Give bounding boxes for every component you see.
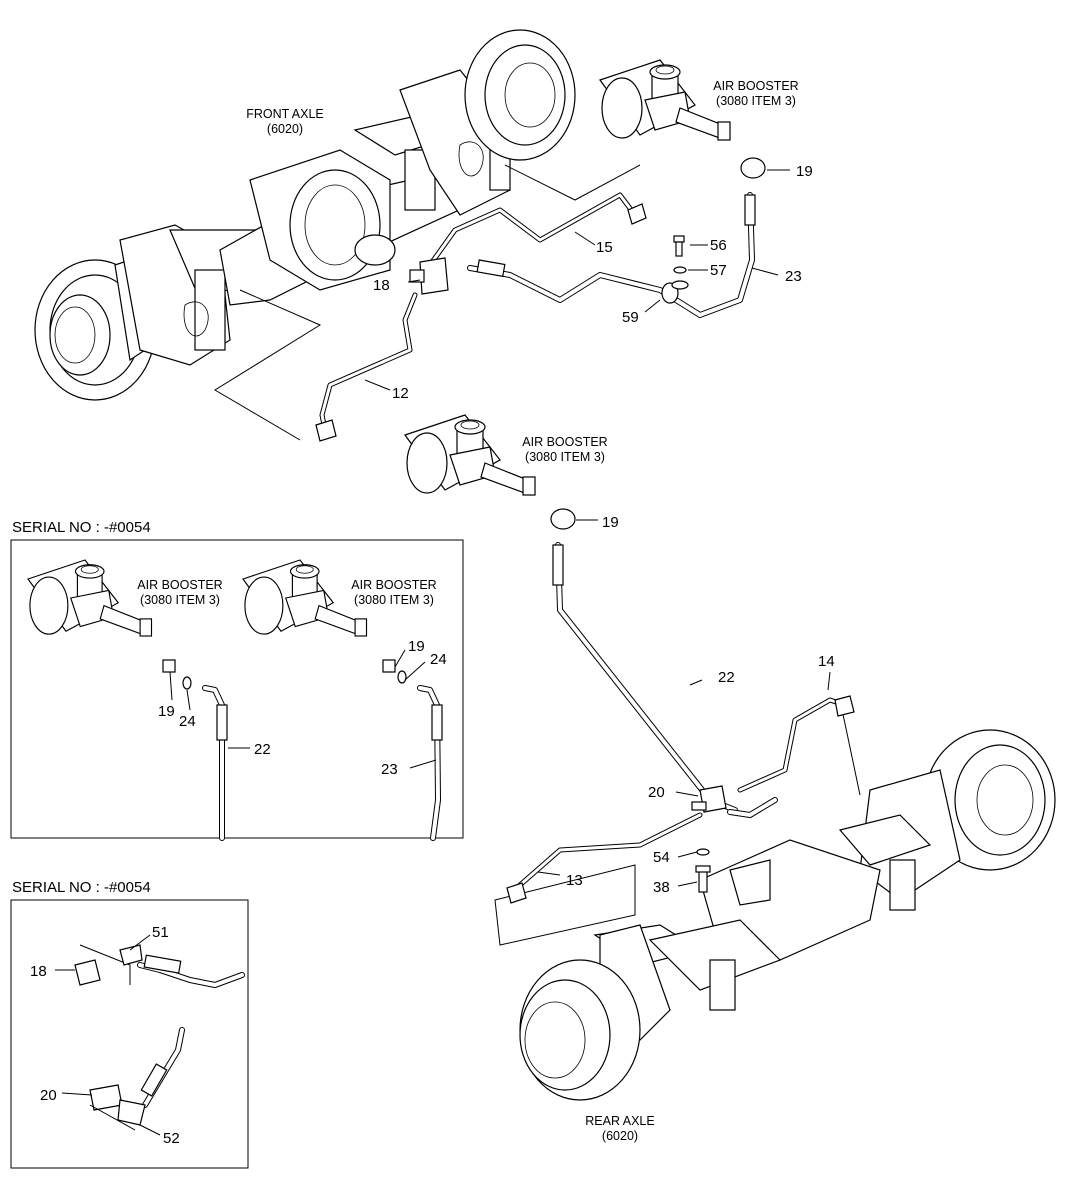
callout-19-top: 19 xyxy=(796,163,813,180)
callout-57: 57 xyxy=(710,262,727,279)
callout-12: 12 xyxy=(392,385,409,402)
callout-23-top: 23 xyxy=(785,268,802,285)
leader-lines xyxy=(55,169,831,1136)
hose-22 xyxy=(552,542,738,813)
callout-20-inset: 20 xyxy=(40,1087,57,1104)
inset-box-1 xyxy=(10,539,464,841)
rear-brake-lines xyxy=(506,695,855,904)
air-booster-top xyxy=(599,59,731,141)
callout-20-main: 20 xyxy=(648,784,665,801)
front-axle-illustration xyxy=(34,29,641,441)
front-brake-lines xyxy=(315,192,756,442)
air-booster-label-inset-left: AIR BOOSTER xyxy=(137,578,222,592)
callout-56: 56 xyxy=(710,237,727,254)
callout-38: 38 xyxy=(653,879,670,896)
callout-22-inset: 22 xyxy=(254,741,271,758)
serial-no-label-1: SERIAL NO : -#0054 xyxy=(12,519,151,536)
callout-52: 52 xyxy=(163,1130,180,1147)
callout-19-inset-left: 19 xyxy=(158,703,175,720)
air-booster-ref-top: (3080 ITEM 3) xyxy=(716,94,796,108)
rear-axle-label: REAR AXLE xyxy=(585,1114,654,1128)
callout-15: 15 xyxy=(596,239,613,256)
air-booster-label-inset-right: AIR BOOSTER xyxy=(351,578,436,592)
callout-19-middle: 19 xyxy=(602,514,619,531)
callout-23-inset: 23 xyxy=(381,761,398,778)
callout-18-inset: 18 xyxy=(30,963,47,980)
callout-51: 51 xyxy=(152,924,169,941)
callout-18-top: 18 xyxy=(373,277,390,294)
inset-box-2 xyxy=(10,899,249,1169)
front-axle-label: FRONT AXLE xyxy=(246,107,324,121)
callout-59: 59 xyxy=(622,309,639,326)
air-booster-label-middle: AIR BOOSTER xyxy=(522,435,607,449)
rear-axle-illustration xyxy=(494,699,1056,1101)
air-booster-ref-middle: (3080 ITEM 3) xyxy=(525,450,605,464)
fitting-19-middle xyxy=(550,508,576,530)
callout-22-main: 22 xyxy=(718,669,735,686)
air-booster-middle xyxy=(404,414,536,496)
air-booster-ref-inset-right: (3080 ITEM 3) xyxy=(354,593,434,607)
serial-no-label-2: SERIAL NO : -#0054 xyxy=(12,879,151,896)
air-booster-ref-inset-left: (3080 ITEM 3) xyxy=(140,593,220,607)
front-axle-ref: (6020) xyxy=(267,122,303,136)
air-booster-label-top: AIR BOOSTER xyxy=(713,79,798,93)
text-labels: FRONT AXLE (6020) AIR BOOSTER (3080 ITEM… xyxy=(12,79,799,1143)
callout-19-inset-right: 19 xyxy=(408,638,425,655)
callout-24-inset-left: 24 xyxy=(179,713,196,730)
callout-13: 13 xyxy=(566,872,583,889)
fitting-19-top xyxy=(740,157,766,179)
callout-numbers: 19 15 56 57 23 18 59 12 19 14 22 20 54 1… xyxy=(30,163,835,1147)
callout-14: 14 xyxy=(818,653,835,670)
rear-axle-ref: (6020) xyxy=(602,1129,638,1143)
callout-24-inset-right: 24 xyxy=(430,651,447,668)
callout-54: 54 xyxy=(653,849,670,866)
